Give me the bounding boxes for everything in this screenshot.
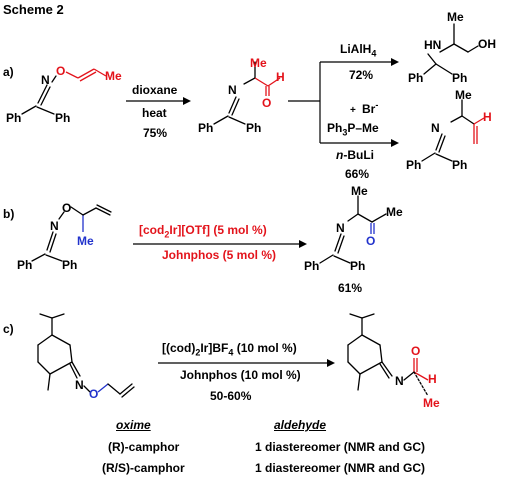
scheme-title: Scheme 2 (3, 2, 64, 17)
table-cell: 1 diastereomer (NMR and GC) (255, 461, 426, 475)
reagent-solvent: dioxane (132, 83, 178, 97)
table-cell: (R/S)-camphor (102, 461, 185, 475)
atom-o: O (411, 344, 421, 358)
atom-hn: HN (424, 38, 442, 52)
atom-h: H (428, 372, 437, 386)
arrow-head (183, 97, 191, 105)
atom-o: O (366, 234, 376, 248)
reagent-phosphonium: Ph3P–Me (327, 121, 379, 138)
atom-o: O (62, 201, 72, 215)
structure-b-ketone (319, 195, 387, 264)
atom-h: H (483, 110, 492, 124)
reagent-condition: heat (142, 106, 167, 120)
structure-c-camphor-oxime (37, 313, 135, 398)
atom-me: Me (447, 10, 464, 24)
structure-a-allyl-imine (421, 99, 485, 162)
atom-me: Me (386, 205, 403, 219)
atom-me: Me (351, 184, 368, 198)
ligand-b: Johnphos (5 mol %) (162, 248, 276, 262)
panel-c-label: c) (3, 322, 14, 336)
yield-b: 61% (338, 281, 363, 295)
atom-n: N (395, 374, 404, 388)
atom-me: Me (250, 56, 267, 70)
catalyst-c: [(cod)2Ir]BF4 (10 mol %) (162, 341, 297, 358)
reagent-base: n-BuLi (336, 148, 374, 162)
atom-ph: Ph (304, 259, 320, 273)
structure-a-aldehyde (213, 61, 281, 125)
atom-me: Me (423, 396, 440, 410)
atom-n: N (75, 378, 84, 392)
atom-ph: Ph (350, 259, 366, 273)
yield-a: 75% (143, 126, 168, 140)
structure-c-aldehyde (347, 313, 429, 397)
table-cell: 1 diastereomer (NMR and GC) (255, 440, 426, 454)
atom-oh: OH (478, 37, 496, 51)
atom-ph: Ph (62, 258, 78, 272)
atom-n: N (50, 219, 59, 233)
atom-ph: Ph (198, 121, 214, 135)
atom-ph: Ph (452, 71, 468, 85)
anion-br: Br- (362, 100, 379, 116)
table-cell: (R)-camphor (108, 440, 180, 454)
catalyst-b: [cod2Ir][OTf] (5 mol %) (139, 223, 267, 240)
atom-ph: Ph (55, 111, 71, 125)
table-header-aldehyde: aldehyde (274, 418, 327, 432)
yield-c: 50-60% (210, 389, 252, 403)
panel-a-label: a) (3, 65, 14, 79)
atom-o: O (262, 96, 272, 110)
atom-ph: Ph (452, 158, 468, 172)
atom-me: Me (105, 69, 122, 83)
atom-me: Me (455, 88, 472, 102)
atom-ph: Ph (246, 121, 262, 135)
ligand-c: Johnphos (10 mol %) (180, 368, 301, 382)
atom-n: N (228, 83, 237, 97)
atom-h: H (276, 70, 285, 84)
atom-ph: Ph (408, 71, 424, 85)
structure-a-amino-alcohol (423, 23, 479, 75)
atom-me: Me (77, 234, 94, 248)
table-header-oxime: oxime (116, 418, 151, 432)
atom-o: O (56, 64, 66, 78)
atom-ph: Ph (17, 258, 33, 272)
atom-n: N (336, 221, 345, 235)
atom-ph: Ph (406, 158, 422, 172)
panel-b-label: b) (3, 207, 15, 221)
atom-n: N (41, 73, 50, 87)
structure-a-oxime (21, 68, 107, 115)
structure-b-oxime (31, 204, 112, 262)
atom-n: N (431, 121, 440, 135)
charge-plus: + (350, 105, 356, 116)
atom-o: O (89, 387, 99, 401)
yield-a1: 72% (349, 68, 374, 82)
reagent-lialh4: LiAlH4 (340, 42, 377, 59)
yield-a2: 66% (345, 167, 370, 181)
atom-ph: Ph (6, 111, 22, 125)
